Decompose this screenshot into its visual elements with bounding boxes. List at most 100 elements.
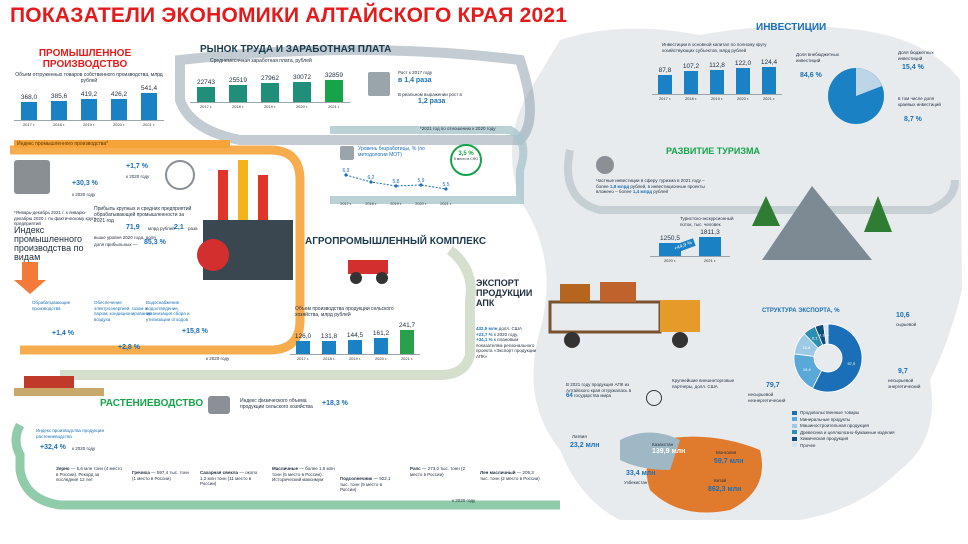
bar-value-label: 241,7 <box>398 321 416 329</box>
labor-ribbon <box>175 45 535 145</box>
share-budget-label: Доля бюджетных инвестиций <box>898 50 934 61</box>
profit-times-unit: раза <box>188 226 198 231</box>
bar-value-label: 426,2 <box>110 90 128 98</box>
category-label: 2017 г. <box>296 356 310 361</box>
crops-heading: РАСТЕНИЕВОДСТВО <box>100 398 204 409</box>
crops-bottom-note: к 2020 году <box>452 498 476 503</box>
profit-share-text: доля прибыльных — <box>94 242 138 247</box>
bar-value-label: 126,0 <box>294 333 312 341</box>
category-label: 2017 г. <box>658 96 672 101</box>
category-label: 2021 г. <box>762 96 776 101</box>
share-budget-value: 15,4 % <box>902 64 924 71</box>
tourist-icon <box>596 156 614 174</box>
export-growth1-note: к 2020 году, <box>493 331 519 337</box>
crop-text-4: — 922,1 тыс. тонн (9 место в России) <box>340 476 391 492</box>
arrow-down-icon <box>14 262 46 294</box>
phys-index-label: Индекс физического объема продукции сель… <box>240 398 313 410</box>
bar-value-label: 124,4 <box>760 59 778 67</box>
bar-3 <box>373 337 389 354</box>
document-icon <box>368 72 390 96</box>
category-label: 2018 г. <box>231 104 245 109</box>
legend-swatch <box>792 443 797 448</box>
crop-name-2: Сахарная свекла <box>200 470 239 475</box>
partner-2-name: Монголия <box>716 450 737 455</box>
profit-note: выше уровня 2020 года, доля <box>94 235 156 240</box>
partner-0-name: Латвия <box>572 434 587 439</box>
industry-index2-note: к 2020 году <box>126 174 150 179</box>
category-label: 2017 г. <box>199 104 213 109</box>
bar-value-label: 144,5 <box>346 331 364 339</box>
bar-2 <box>709 69 725 94</box>
slice-s1-name: сырьевой <box>896 322 917 327</box>
category-label: 2018 г. <box>684 96 698 101</box>
crop-item-3: Масличные — более 1,6 млн тонн (5 место … <box>272 466 338 483</box>
partners-count: 64 <box>566 393 573 399</box>
unemp-value-label: 5,9 <box>418 178 425 184</box>
bar-1 <box>699 236 721 256</box>
chart-baseline <box>650 256 730 257</box>
prod-index-note: к 2020 году <box>72 446 96 451</box>
export-growth2-note: к плановым показателям регионального про… <box>476 337 537 359</box>
bar-value-label: 161,2 <box>372 329 390 337</box>
export-growth1: +23,7 % <box>476 331 493 337</box>
unemp-category-label: 2021 г. <box>440 202 452 206</box>
kind-2-label: Обеспечение электроэнергией, газом и пар… <box>94 300 152 322</box>
tourism-text: Частные инвестиции в сферу туризма в 202… <box>596 178 706 195</box>
unemp-value-label: 5,8 <box>393 179 400 185</box>
category-label: 2018 г. <box>52 122 66 127</box>
crops-ribbon <box>11 422 560 510</box>
unemp-point <box>444 187 448 191</box>
partners-label: Крупнейшие внешнеторговые партнеры, долл… <box>672 378 735 389</box>
labor-heading: РЫНОК ТРУДА И ЗАРАБОТНАЯ ПЛАТА <box>200 44 392 55</box>
crop-item-4: Подсолнечник — 922,1 тыс. тонн (9 место … <box>340 476 398 493</box>
partners-text-1: В 2021 году продукция АПК из Алтайского … <box>566 382 632 393</box>
tourism-heading: РАЗВИТИЕ ТУРИЗМА <box>666 146 760 156</box>
crop-text-3: — более 1,6 млн тонн (5 место в России).… <box>272 466 335 482</box>
legend-swatch <box>792 410 797 415</box>
legend-swatch <box>792 436 797 441</box>
pie-slice <box>793 353 823 389</box>
category-label: 2020 г. <box>663 258 677 263</box>
tourism-ribbon <box>564 149 959 214</box>
category-label: 2017 г. <box>22 122 36 127</box>
bar-3 <box>293 81 311 102</box>
legend-swatch <box>792 417 797 422</box>
crop-name-5: Рапс <box>410 466 421 471</box>
profit-text: Прибыль крупных и средних предприятий об… <box>94 206 192 224</box>
industry-footnote: *Январь-декабрь 2021 г. к январю-декабрю… <box>14 210 97 226</box>
bar-value-label: 27962 <box>260 75 280 83</box>
bar-value-label: 107,2 <box>682 62 700 70</box>
wage-label: Среднемесячная заработная плата, рублей <box>210 58 312 64</box>
gear-icon <box>165 160 195 190</box>
bar-0 <box>295 341 311 354</box>
bar-3 <box>110 98 128 120</box>
tourism-inv-value2: 1,4 млрд <box>632 189 652 194</box>
partner-2-value: 59,7 млн <box>714 458 744 465</box>
unemp-badge: 3,5 % 5 место в СФО <box>450 144 482 176</box>
crop-text-2: — около 1,2 млн тонн (11 место в России) <box>200 470 258 486</box>
crop-text-0: — 5,6 млн тонн (4 место в России). Рекор… <box>56 466 122 482</box>
wage-real-text: В реальном выражении рост в <box>398 92 462 97</box>
bar-4 <box>399 329 415 354</box>
legend-swatch <box>792 430 797 435</box>
bar-value-label: 1811,3 <box>700 228 720 236</box>
profit-times: 2,1 <box>174 224 184 231</box>
partner-0-value: 23,2 млн <box>570 442 600 449</box>
tractor-illustration <box>348 260 388 284</box>
legend-item: Древесина и целлюлозно-бумажные изделия <box>792 430 942 436</box>
truck-illustration <box>548 282 700 348</box>
category-label: 2018 г. <box>322 356 336 361</box>
bar-1 <box>683 70 699 94</box>
profit-unit: млрд рублей <box>148 226 175 231</box>
legend-label: Машиностроительная продукция <box>800 423 869 428</box>
chart-baseline <box>14 120 164 121</box>
unemp-category-label: 2017 г. <box>340 202 352 206</box>
bar-value-label: 112,8 <box>709 61 725 69</box>
share-extra-label: Доля внебюджетных инвестиций <box>796 52 840 63</box>
legend-item: Продовольственные товары <box>792 410 942 416</box>
category-label: 2021 г. <box>142 122 156 127</box>
export-growth2: +34,1 % <box>476 337 493 342</box>
